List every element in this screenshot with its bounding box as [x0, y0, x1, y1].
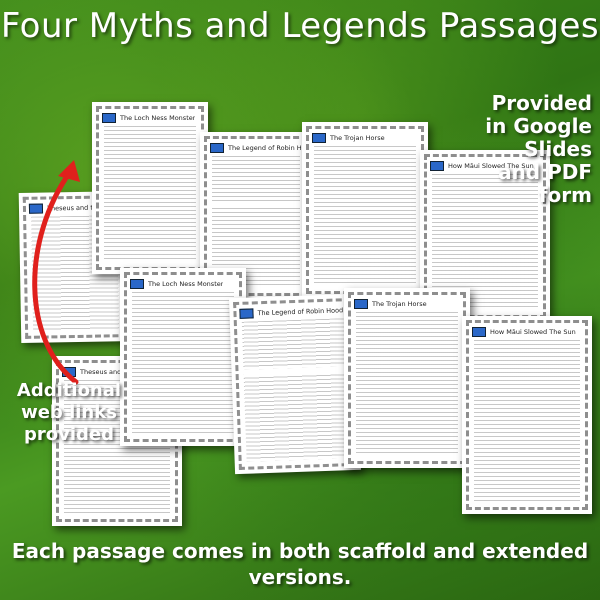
document-title: How Māui Slowed The Sun [490, 328, 576, 336]
document-icon [239, 308, 254, 319]
document-title: The Trojan Horse [372, 300, 427, 308]
document-icon [102, 113, 116, 123]
document-thumbnail: The Loch Ness Monster [92, 102, 208, 274]
document-thumbnail: The Trojan Horse [344, 288, 470, 468]
footer-caption: Each passage comes in both scaffold and … [11, 539, 589, 589]
document-icon [430, 161, 444, 171]
document-icon [312, 133, 326, 143]
document-thumbnail: The Trojan Horse [302, 122, 428, 298]
google-slides-callout: Provided in Google Slides and PDF form [485, 91, 592, 207]
document-title: The Legend of Robin Hood [228, 144, 302, 152]
document-icon [210, 143, 224, 153]
document-thumbnail: How Māui Slowed The Sun [462, 316, 592, 514]
page-title: Four Myths and Legends Passages [0, 6, 600, 46]
document-thumbnail: The Legend of Robin Hood [228, 293, 362, 475]
red-arrow-icon [32, 160, 80, 385]
document-title: How Māui Slowed The Sun [448, 162, 534, 170]
document-title: The Loch Ness Monster [120, 114, 196, 122]
web-links-callout: Additional web links provided [16, 380, 122, 445]
document-icon [354, 299, 368, 309]
document-title: The Loch Ness Monster [148, 280, 224, 288]
document-icon [130, 279, 144, 289]
document-thumbnail: The Loch Ness Monster [120, 268, 246, 446]
document-title: The Trojan Horse [330, 134, 385, 142]
document-icon [472, 327, 486, 337]
document-title: The Legend of Robin Hood [257, 306, 344, 318]
